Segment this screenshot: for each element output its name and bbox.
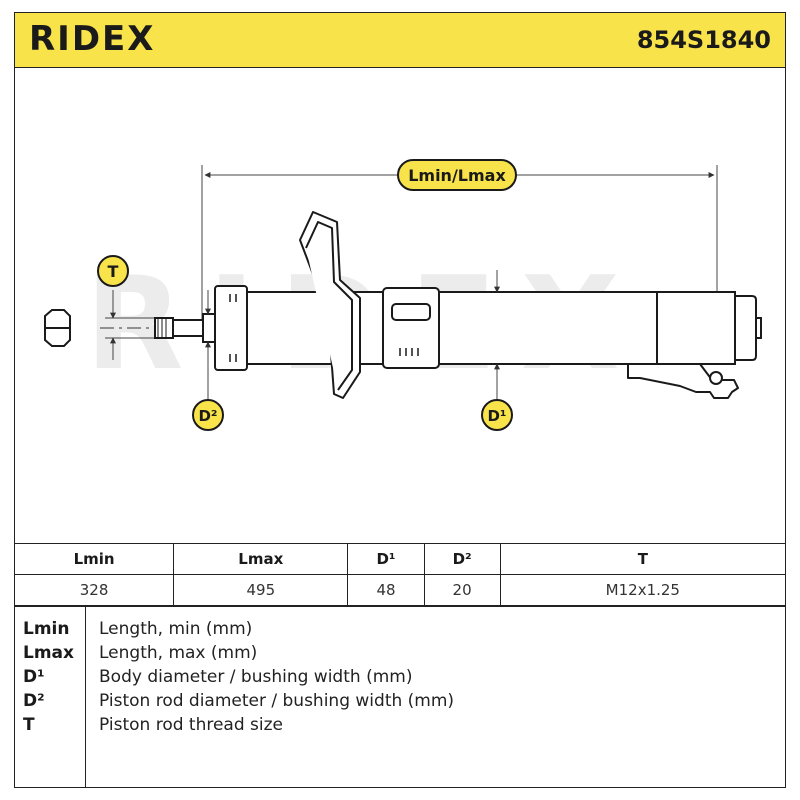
length-label-text: Lmin/Lmax [408,166,506,185]
legend-description: Length, min (mm) [99,619,253,639]
rod-diameter-label: D² [192,399,224,431]
legend-key: T [23,715,35,735]
legend-divider [85,607,86,787]
spring-seat [299,211,361,399]
legend-description: Length, max (mm) [99,643,258,663]
shock-absorber-diagram: Lmin/Lmax T D² D¹ [44,159,765,431]
lock-nut [44,309,71,347]
legend-key: D¹ [23,667,45,687]
body-diameter-label: D¹ [481,399,513,431]
legend-box: Lmin Length, min (mm) Lmax Length, max (… [14,606,786,788]
top-mount [214,285,248,371]
legend-key: Lmax [23,643,74,663]
specs-header-cell: D² [423,543,501,575]
specs-header-cell: Lmax [173,543,349,575]
lower-tube [656,291,762,365]
specs-table: Lmin Lmax D¹ D² T 328 495 48 20 M12x1.25 [13,543,787,606]
piston-rod [154,313,216,343]
legend-key: Lmin [23,619,70,639]
specs-value-cell: M12x1.25 [499,574,787,606]
legend-description: Body diameter / bushing width (mm) [99,667,413,687]
length-label: Lmin/Lmax [397,159,517,191]
specs-header-cell: T [499,543,787,575]
specs-value-cell: 20 [423,574,501,606]
brand-logo: RIDEX [29,19,156,59]
thread-label: T [97,255,129,287]
specs-value-cell: 48 [347,574,425,606]
specs-header-cell: D¹ [347,543,425,575]
specs-value-row: 328 495 48 20 M12x1.25 [13,574,787,606]
lower-bracket [627,363,739,399]
specs-value-cell: 328 [13,574,175,606]
legend-description: Piston rod diameter / bushing width (mm) [99,691,455,711]
rod-diameter-label-text: D² [198,407,217,425]
legend-description: Piston rod thread size [99,715,284,735]
part-number: 854S1840 [636,26,771,54]
specs-value-cell: 495 [173,574,349,606]
specs-header-row: Lmin Lmax D¹ D² T [13,543,787,575]
body-diameter-label-text: D¹ [487,407,506,425]
thread-label-text: T [108,262,119,281]
shock-body [246,291,658,365]
header-bar: RIDEX 854S1840 [14,12,786,68]
legend-key: D² [23,691,45,711]
specs-header-cell: Lmin [13,543,175,575]
bracket-band [382,287,440,369]
